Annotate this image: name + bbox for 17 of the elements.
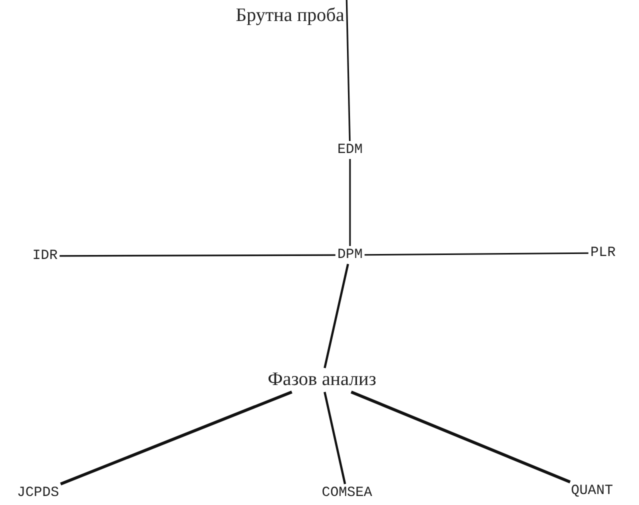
node-label: Брутна проба [234,4,346,28]
connector-line [324,264,350,368]
connector-line [60,254,336,257]
node-label: EDM [335,141,365,159]
connector-line [349,159,351,246]
node-label: DPM [335,246,365,264]
connector-line [346,0,351,142]
node-label: Фазов анализ [266,368,378,392]
node-label: COMSEA [320,484,374,502]
connector-line [324,392,346,484]
connector-line [60,390,292,486]
connector-line [364,252,588,256]
node-label: QUANT [569,482,615,500]
node-label: IDR [30,247,60,265]
connector-line [350,390,571,484]
node-label: PLR [588,244,618,262]
node-label: JCPDS [15,484,61,502]
